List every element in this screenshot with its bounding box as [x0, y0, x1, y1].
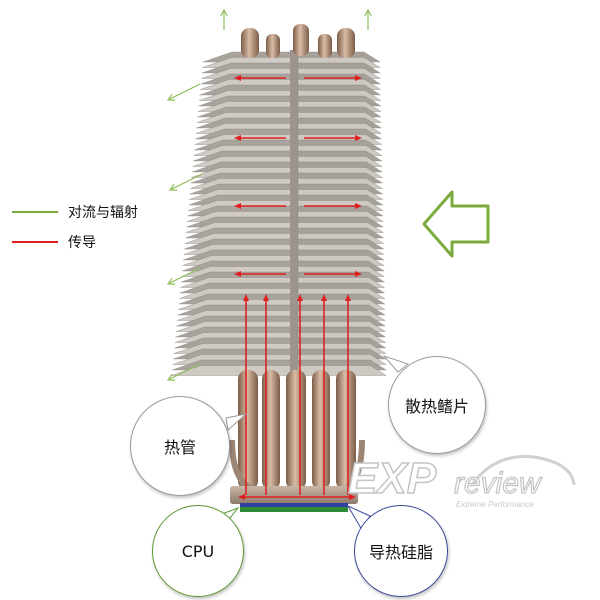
thermal-paste-callout: 导热硅脂 [354, 505, 448, 597]
legend-convection-swatch [12, 211, 58, 213]
svg-text:EXP: EXP [348, 454, 437, 503]
svg-text:review: review [454, 467, 543, 500]
legend-convection-label: 对流与辐射 [68, 205, 138, 221]
legend-conduction-label: 传导 [68, 235, 96, 251]
cpu-die [240, 507, 348, 512]
legend-convection: 对流与辐射 [12, 202, 138, 222]
cpu-callout: CPU [152, 505, 244, 597]
fins-callout: 散热鳍片 [388, 356, 486, 454]
convection-arrows [166, 8, 372, 381]
cooler-base-plate [230, 486, 358, 504]
thermal-paste-label: 导热硅脂 [368, 543, 433, 562]
heatsink-fins-left [171, 50, 300, 376]
heatsink-fins-right [297, 51, 387, 376]
heatpipes [229, 370, 365, 495]
cpu-label: CPU [181, 541, 215, 561]
heatpipe-bubble-pointer [225, 413, 248, 431]
conduction-arrows [234, 75, 362, 500]
legend-conduction-swatch [12, 241, 58, 243]
heatpipe-label: 热管 [163, 438, 196, 457]
heatpipe-tops [241, 24, 355, 58]
heatpipe-callout: 热管 [130, 396, 230, 496]
legend-conduction: 传导 [12, 232, 96, 252]
svg-text:Extreme Performance: Extreme Performance [456, 500, 534, 509]
fins-label: 散热鳍片 [404, 397, 469, 416]
thermal-paste-layer [240, 503, 348, 507]
expreview-logo: EXP review Extreme Performance [347, 453, 576, 509]
airflow-intake-arrow [422, 190, 490, 258]
